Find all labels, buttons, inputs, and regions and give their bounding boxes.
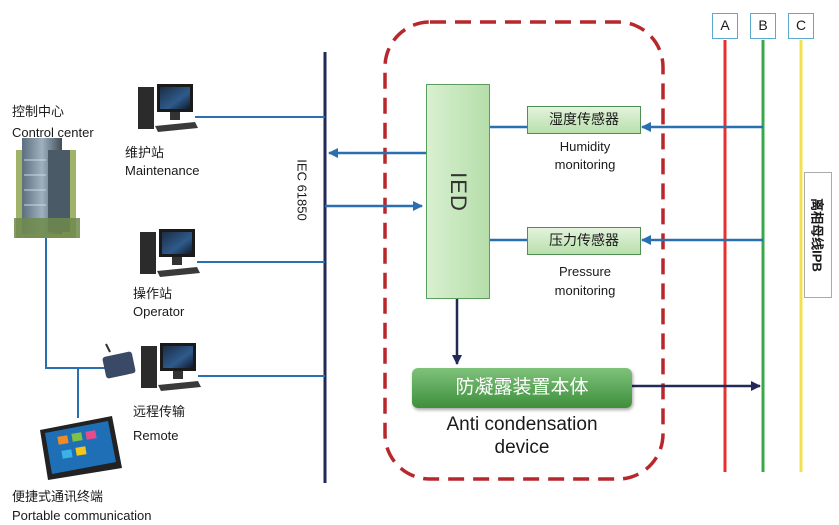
humidity-caption-line1: Humidity (559, 139, 611, 154)
pressure-caption-line1: Pressure (558, 264, 612, 279)
portable-tablet-icon (40, 416, 122, 480)
operator-label-en: Operator (133, 304, 185, 319)
phase-a-box: A (712, 13, 738, 39)
phase-c-box: C (788, 13, 814, 39)
maintenance-label-en: Maintenance (125, 163, 200, 178)
phase-b-box: B (750, 13, 776, 39)
control-center-label-en: Control center (12, 125, 94, 140)
ipb-label: 离相母线IPB (809, 198, 825, 272)
portable-label-en: Portable communication (12, 508, 152, 523)
device-caption-line1: Anti condensation (446, 414, 598, 435)
operator-label-zh: 操作站 (133, 286, 173, 301)
humidity-caption-line2: monitoring (554, 157, 616, 172)
remote-label-zh: 远程传输 (133, 404, 186, 419)
control-center-link (45, 238, 108, 369)
humidity-sensor-box: 湿度传感器 (527, 106, 641, 134)
iec-bus-label: IEC 61850 (294, 159, 310, 221)
portable-label-zh: 便捷式通讯终端 (12, 489, 104, 504)
remote-label-en: Remote (133, 428, 179, 443)
pressure-caption-line2: monitoring (554, 283, 616, 298)
operator-computer-icon (140, 229, 200, 277)
ied-block: IED (426, 84, 490, 299)
anti-condensation-device-block: 防凝露装置本体 (412, 368, 632, 408)
ipb-label-box: 离相母线IPB (804, 172, 832, 298)
device-caption-line2: device (494, 437, 550, 458)
remote-modem-icon (102, 343, 136, 379)
maintenance-computer-icon (138, 84, 198, 132)
control-center-label-zh: 控制中心 (12, 104, 65, 119)
ied-label: IED (446, 171, 471, 212)
remote-computer-icon (141, 343, 201, 391)
maintenance-label-zh: 维护站 (125, 145, 165, 160)
device-boundary (383, 20, 665, 481)
pressure-sensor-box: 压力传感器 (527, 227, 641, 255)
control-center-building-icon (14, 138, 80, 238)
